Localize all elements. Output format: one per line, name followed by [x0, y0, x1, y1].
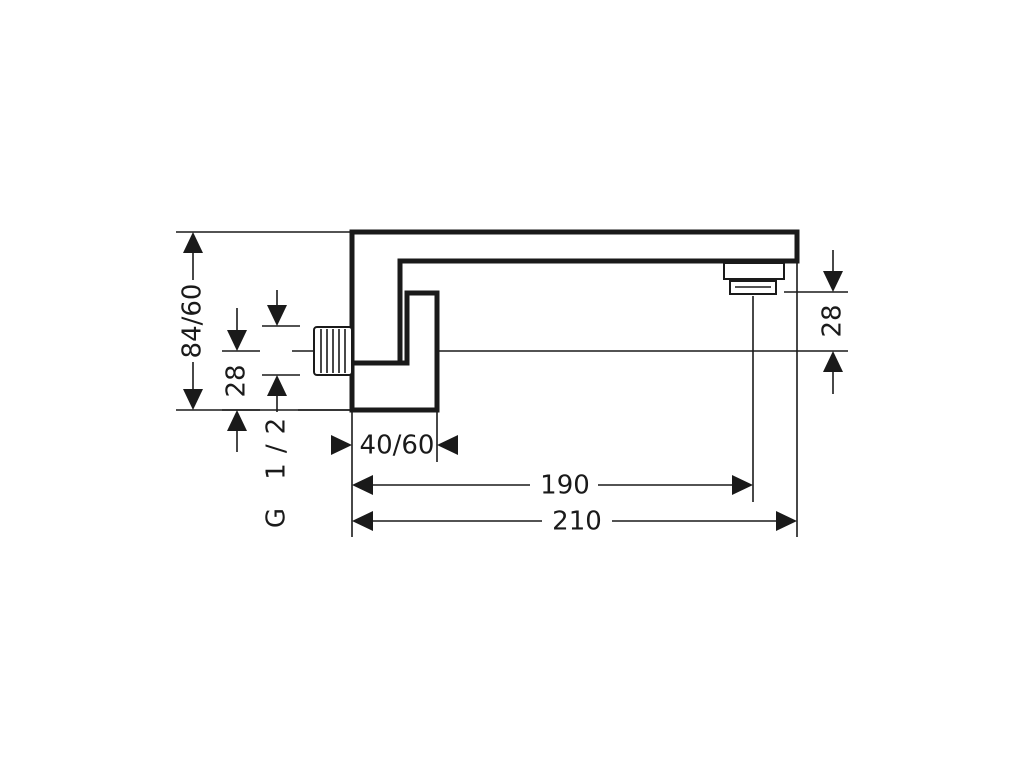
outlet-nozzle [723, 262, 785, 295]
dimension-outlet-height: 28 [437, 250, 848, 394]
label-thread-height: 28 [222, 364, 252, 397]
label-height-total: 84/60 [178, 284, 208, 359]
dimension-projection-outlet: 190 [352, 296, 754, 502]
dimension-base-width: 40/60 [331, 412, 458, 537]
dimension-height-total: 84/60 [176, 231, 350, 411]
label-thread-spec: G 1/2 [262, 408, 292, 528]
label-base-width: 40/60 [360, 431, 435, 461]
dimension-projection-total: 210 [352, 263, 798, 537]
label-projection-total: 210 [552, 507, 602, 537]
shower-arm-outline [349, 229, 800, 413]
dimension-thread-height: 28 [222, 308, 260, 452]
dimension-thread-spec: G 1/2 [262, 290, 350, 528]
label-outlet-height: 28 [818, 304, 848, 337]
label-projection-outlet: 190 [540, 471, 590, 501]
thread-connector [313, 326, 353, 376]
